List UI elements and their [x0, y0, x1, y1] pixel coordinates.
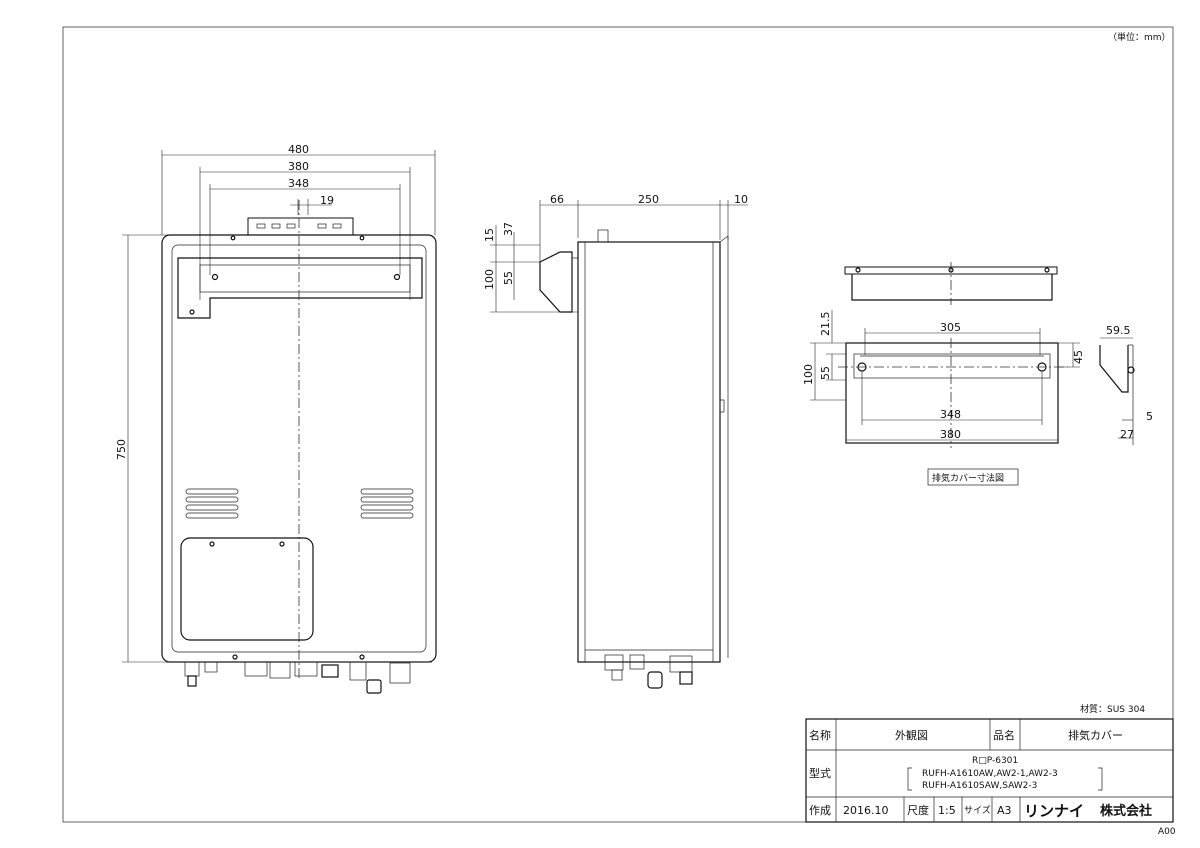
front-dim-480: 480 — [288, 143, 309, 156]
side-dim-15: 15 — [483, 228, 496, 242]
side-dim-100: 100 — [483, 269, 496, 290]
side-dim-37: 37 — [502, 222, 515, 236]
units-note: （単位：mm） — [1108, 31, 1171, 43]
front-dim-348: 348 — [288, 177, 309, 190]
product-label: 品名 — [993, 728, 1015, 742]
cover-dim-45: 45 — [1072, 350, 1085, 364]
title-block: 名称 外観図 品名 排気カバー 型式 R□P-6301 RUFH-A1610AW… — [805, 718, 1174, 823]
material-note: 材質：SUS 304 — [1080, 703, 1145, 715]
cover-dim-5: 5 — [1146, 410, 1153, 423]
cover-side-view: 59.5 5 27 — [1099, 324, 1153, 445]
model-line3: RUFH-A1610SAW,SAW2-3 — [922, 781, 1037, 791]
front-dim-750: 750 — [115, 439, 128, 460]
cover-dim-27: 27 — [1120, 428, 1134, 441]
company-suffix: 株式会社 — [1100, 803, 1152, 819]
model-line2: RUFH-A1610AW,AW2-1,AW2-3 — [922, 769, 1058, 779]
cover-dim-380: 380 — [940, 428, 961, 441]
model-label: 型式 — [809, 766, 831, 780]
scale-value: 1:5 — [938, 804, 956, 817]
access-panel — [180, 537, 314, 641]
side-dim-66: 66 — [550, 193, 564, 206]
cover-caption: 排気カバー寸法図 — [932, 472, 1004, 484]
name-label: 名称 — [809, 728, 831, 742]
size-value: A3 — [997, 804, 1012, 817]
made-label: 作成 — [809, 804, 831, 817]
front-dim-19: 19 — [320, 194, 334, 207]
sheet-code: A00 — [1158, 827, 1176, 837]
cover-caption-box — [927, 468, 1019, 486]
made-value: 2016.10 — [843, 804, 889, 817]
left-vents — [185, 488, 239, 519]
product-value: 排気カバー — [1068, 728, 1123, 742]
front-piping — [166, 654, 432, 694]
cover-top-view — [844, 262, 1058, 305]
cover-dim-59-5: 59.5 — [1106, 324, 1131, 337]
front-view: 480 380 348 19 750 — [115, 143, 437, 694]
side-view: 66 250 10 15 37 100 55 — [483, 193, 748, 689]
cover-dim-348: 348 — [940, 408, 961, 421]
side-dim-250: 250 — [638, 193, 659, 206]
model-line1: R□P-6301 — [972, 756, 1018, 766]
cover-dim-21-5: 21.5 — [819, 312, 832, 337]
drawing-frame — [62, 26, 1174, 823]
company-logo: リンナイ — [1024, 802, 1084, 820]
right-vents — [360, 488, 414, 519]
side-dim-10: 10 — [734, 193, 748, 206]
size-label: サイズ — [964, 804, 991, 816]
cover-dim-55: 55 — [819, 366, 832, 380]
cover-dim-100: 100 — [802, 364, 815, 385]
cover-front-view: 305 100 55 21.5 45 348 380 — [802, 310, 1085, 448]
name-value: 外観図 — [895, 728, 928, 742]
cover-dim-305: 305 — [940, 321, 961, 334]
side-dim-55: 55 — [502, 271, 515, 285]
scale-label: 尺度 — [907, 803, 929, 817]
front-dim-380: 380 — [288, 160, 309, 173]
